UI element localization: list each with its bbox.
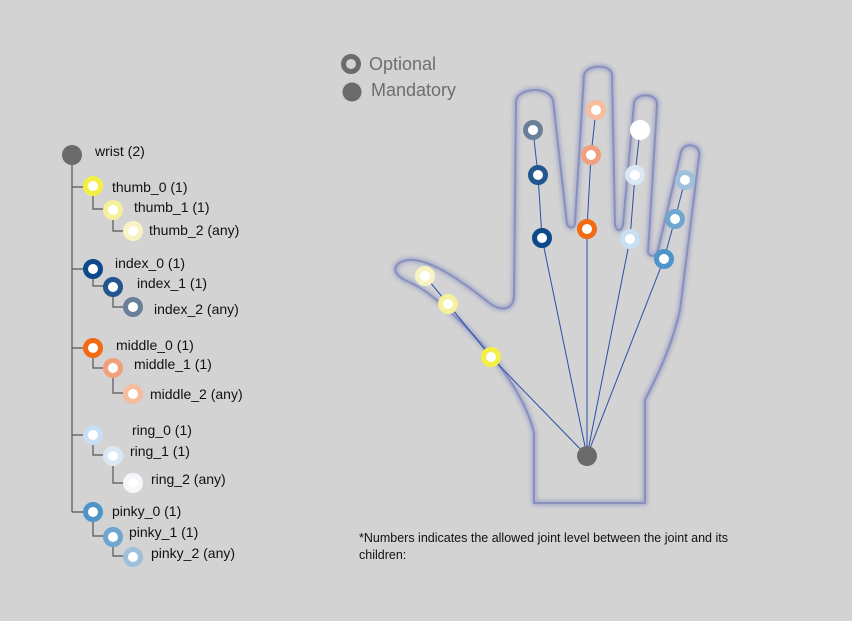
tree-middle-2-node bbox=[123, 384, 143, 404]
tree-index-0-label: index_0 (1) bbox=[115, 255, 185, 271]
tree-wrist-label: wrist (2) bbox=[94, 143, 145, 159]
tree-ring-0-node bbox=[83, 425, 103, 445]
legend-optional-label: Optional bbox=[369, 54, 436, 74]
tree-pinky-1-node bbox=[103, 527, 123, 547]
tree-index-2-node bbox=[123, 297, 143, 317]
tree-ring-2-node bbox=[123, 473, 143, 493]
bone-middle bbox=[586, 109, 597, 456]
legend: Optional Mandatory bbox=[341, 54, 456, 102]
hand-middle-1-joint bbox=[581, 145, 601, 165]
tree-ring-1-node bbox=[103, 446, 123, 466]
hand-middle-0-joint bbox=[577, 219, 597, 239]
tree-pinky-0-node bbox=[83, 502, 103, 522]
tree-thumb-2-label: thumb_2 (any) bbox=[149, 222, 239, 238]
tree-middle-1-label: middle_1 (1) bbox=[134, 356, 212, 372]
hand-thumb-1-joint bbox=[438, 294, 458, 314]
hand-joints bbox=[415, 100, 695, 466]
tree-thumb-1-label: thumb_1 (1) bbox=[134, 199, 209, 215]
tree-middle-0-node bbox=[83, 338, 103, 358]
legend-mandatory-label: Mandatory bbox=[371, 80, 456, 100]
tree-index-2-label: index_2 (any) bbox=[154, 301, 239, 317]
tree-middle-2-label: middle_2 (any) bbox=[150, 386, 243, 402]
joint-hierarchy-tree: wrist (2) thumb_0 (1) thumb_1 (1) thumb_… bbox=[62, 143, 243, 567]
hand-outline bbox=[392, 64, 702, 506]
hand-thumb-2-joint bbox=[415, 266, 435, 286]
tree-pinky-0-label: pinky_0 (1) bbox=[112, 503, 181, 519]
tree-middle-0-label: middle_0 (1) bbox=[116, 337, 194, 353]
tree-index-1-node bbox=[103, 277, 123, 297]
hand-index-2-joint bbox=[523, 120, 543, 140]
hand-wrist-joint bbox=[577, 446, 597, 466]
tree-ring-2-label: ring_2 (any) bbox=[151, 471, 226, 487]
hand-index-0-joint bbox=[532, 228, 552, 248]
legend-mandatory-marker bbox=[342, 82, 362, 102]
tree-wrist-node bbox=[62, 145, 82, 165]
tree-index-0-node bbox=[83, 259, 103, 279]
bone-index bbox=[532, 129, 588, 457]
hand-pinky-0-joint bbox=[654, 249, 674, 269]
hand-pinky-2-joint bbox=[675, 170, 695, 190]
bone-ring bbox=[586, 129, 641, 457]
legend-optional-marker bbox=[341, 54, 361, 74]
tree-thumb-2-node bbox=[123, 221, 143, 241]
bone-thumb bbox=[424, 275, 588, 457]
hand-ring-2-joint bbox=[630, 120, 650, 140]
hand-index-1-joint bbox=[528, 165, 548, 185]
tree-pinky-2-node bbox=[123, 547, 143, 567]
tree-ring-1-label: ring_1 (1) bbox=[130, 443, 190, 459]
tree-ring-0-label: ring_0 (1) bbox=[132, 422, 192, 438]
hand-middle-2-joint bbox=[586, 100, 606, 120]
footnote: *Numbers indicates the allowed joint lev… bbox=[359, 531, 728, 562]
tree-thumb-1-node bbox=[103, 200, 123, 220]
hand-pinky-1-joint bbox=[665, 209, 685, 229]
hand-outline-line bbox=[394, 65, 701, 504]
hand-ring-0-joint bbox=[620, 229, 640, 249]
hand-thumb-0-joint bbox=[481, 347, 501, 367]
tree-index-1-label: index_1 (1) bbox=[137, 275, 207, 291]
bone-pinky bbox=[586, 179, 686, 457]
hand-skeleton-bones bbox=[424, 109, 686, 457]
tree-pinky-1-label: pinky_1 (1) bbox=[129, 524, 198, 540]
tree-pinky-2-label: pinky_2 (any) bbox=[151, 545, 235, 561]
tree-thumb-0-label: thumb_0 (1) bbox=[112, 179, 187, 195]
tree-middle-1-node bbox=[103, 358, 123, 378]
tree-connectors bbox=[71, 165, 124, 557]
tree-thumb-0-node bbox=[83, 176, 103, 196]
hand-ring-1-joint bbox=[625, 165, 645, 185]
